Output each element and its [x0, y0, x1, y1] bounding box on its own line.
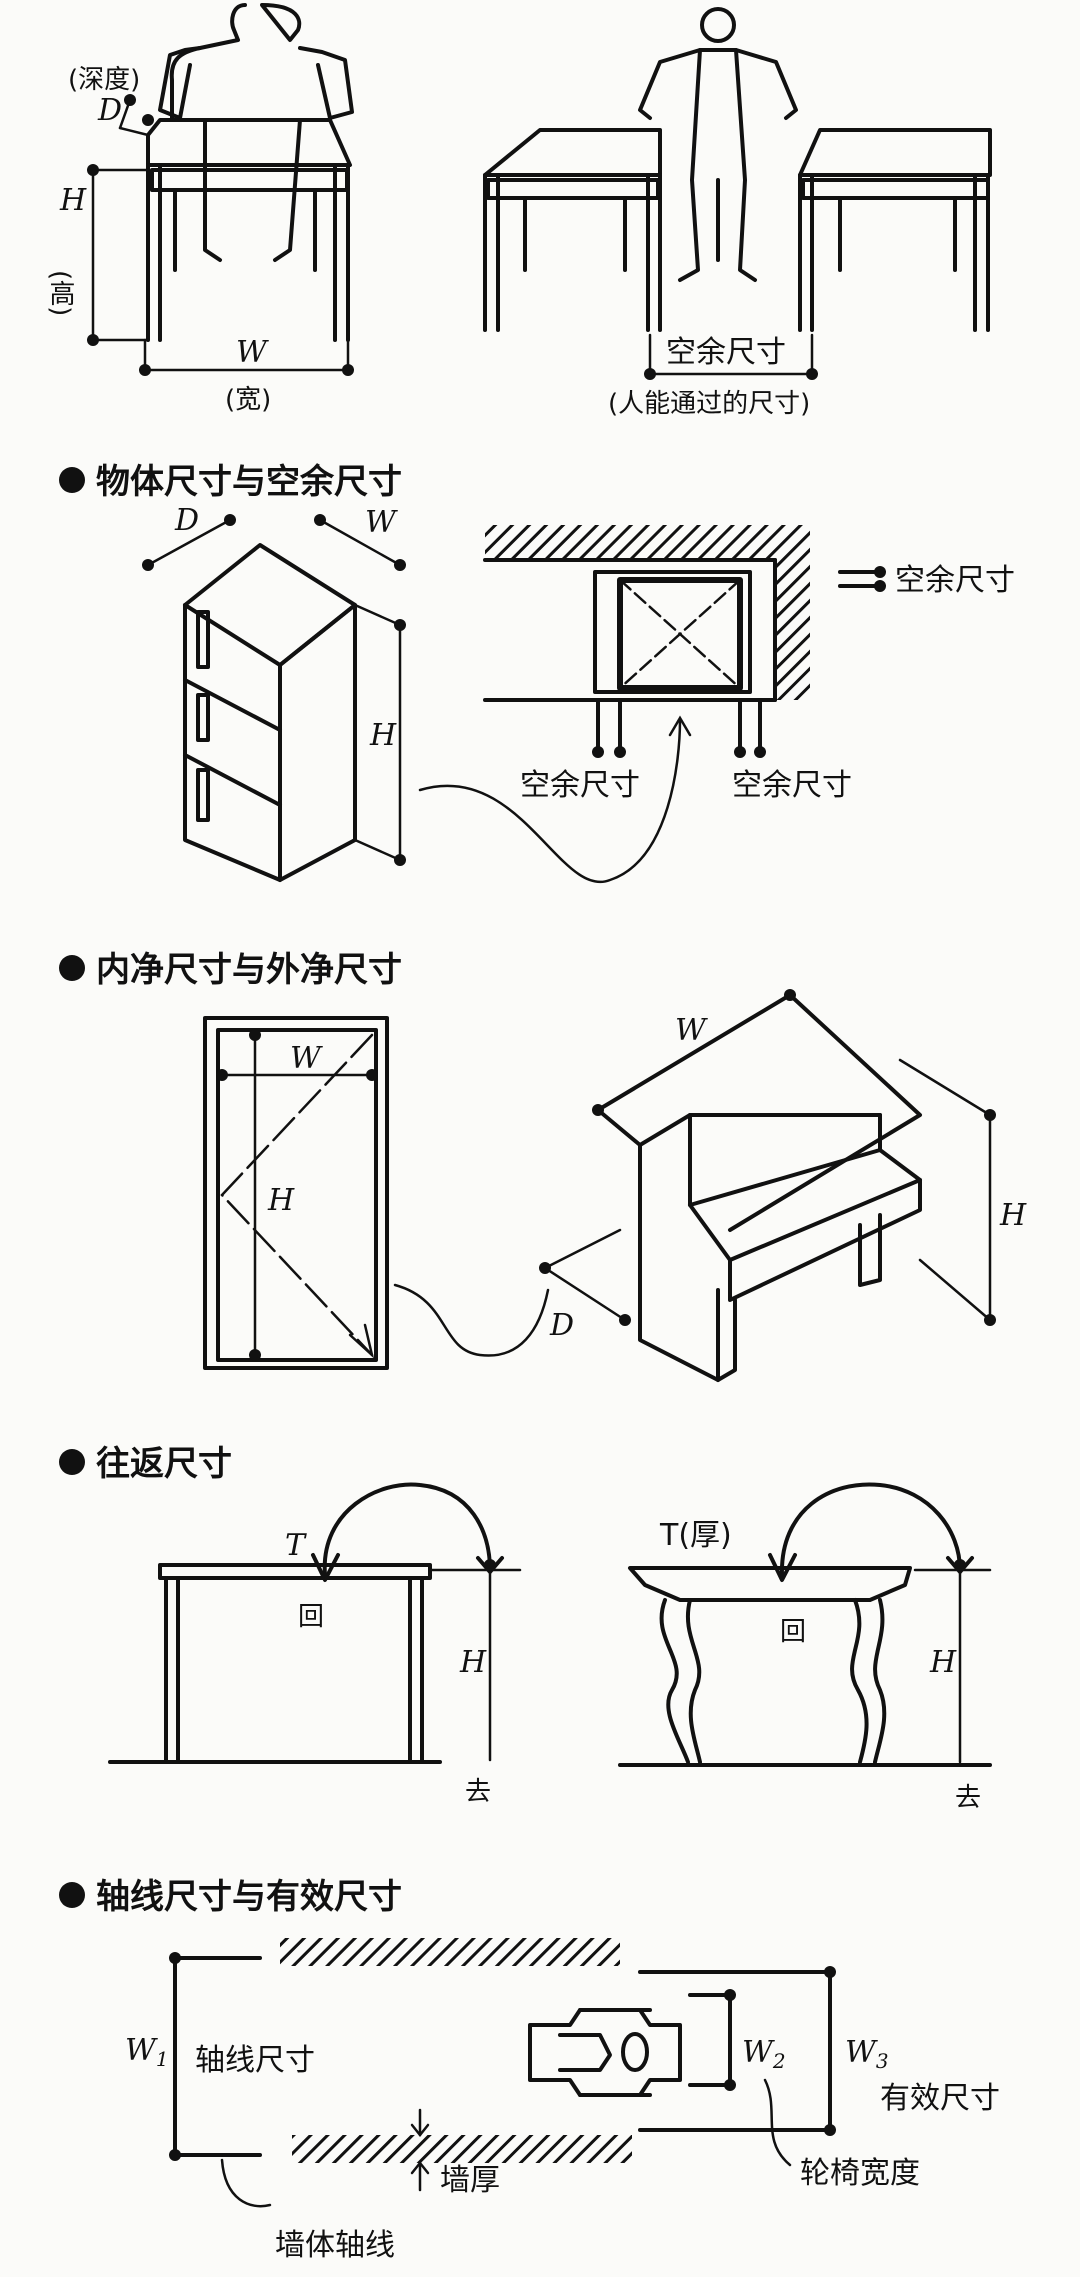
s4-w3-symbol: W3: [845, 2035, 889, 2073]
s3-left-go-label: 去: [465, 1777, 491, 1807]
s1-w-symbol: W: [365, 505, 398, 540]
width-symbol: W: [236, 335, 269, 370]
s3-left-h-symbol: H: [459, 1645, 487, 1680]
depth-paren-label: (深度): [68, 65, 140, 95]
height-paren-label: (高): [45, 270, 75, 316]
s3-right-go-label: 去: [955, 1783, 981, 1813]
s3-right-t-label: T(厚): [659, 1518, 732, 1553]
table-with-person: (深度) D H (高) W (宽): [45, 3, 354, 415]
s4-w1-symbol: W1: [125, 2033, 169, 2071]
s1-d-symbol: D: [174, 503, 199, 538]
s2-door-w-symbol: W: [290, 1041, 323, 1076]
two-tables-clearance: 空余尺寸 (人能通过的尺寸): [483, 7, 992, 419]
clearance-note: (人能通过的尺寸): [608, 389, 810, 419]
s2-cab-h-symbol: H: [999, 1198, 1027, 1233]
s1-legend-label: 空余尺寸: [895, 563, 1015, 598]
s4-wall-axis-label: 墙体轴线: [275, 2228, 395, 2263]
s4-effective-label: 有效尺寸: [880, 2081, 1000, 2116]
section-axis-effective: 轴线尺寸与有效尺寸 W1: [59, 1877, 1000, 2263]
s2-door-h-symbol: H: [267, 1183, 295, 1218]
wall-upper: [280, 1938, 620, 1966]
wall-right: [775, 525, 810, 700]
s3-left-t-symbol: T: [285, 1528, 307, 1563]
depth-symbol: D: [97, 93, 122, 128]
s3-right-back-label: 回: [780, 1617, 806, 1647]
s2-cab-d-symbol: D: [549, 1308, 574, 1343]
section-title-3: 往返尺寸: [96, 1444, 232, 1484]
s4-axis-dim-label: 轴线尺寸: [195, 2043, 315, 2078]
s4-w2-symbol: W2: [742, 2035, 786, 2073]
section-inner-outer: 内净尺寸与外净尺寸 W H W H: [59, 950, 1027, 1382]
s3-right-h-symbol: H: [929, 1645, 957, 1680]
s3-left-back-label: 回: [298, 1602, 324, 1632]
width-paren-label: (宽): [225, 385, 271, 415]
s2-cab-w-symbol: W: [675, 1013, 708, 1048]
section-round-trip: 往返尺寸 T 回 H 去 T(厚) 回 H 去: [59, 1444, 992, 1813]
s4-wall-thickness-label: 墙厚: [440, 2163, 500, 2198]
s4-wheelchair-width-label: 轮椅宽度: [800, 2156, 920, 2191]
wall-lower: [292, 2135, 632, 2163]
height-symbol: H: [59, 183, 87, 218]
section-title-4: 轴线尺寸与有效尺寸: [96, 1877, 402, 1917]
s1-clear-right-label: 空余尺寸: [732, 768, 852, 803]
section-title-1: 物体尺寸与空余尺寸: [96, 462, 402, 502]
s1-h-symbol: H: [369, 718, 397, 753]
wall-top: [485, 525, 810, 560]
s1-clear-left-label: 空余尺寸: [520, 768, 640, 803]
section-object-and-clearance: 物体尺寸与空余尺寸 D W H: [59, 462, 1015, 884]
clearance-label: 空余尺寸: [666, 335, 786, 370]
section-title-2: 内净尺寸与外净尺寸: [96, 950, 402, 990]
